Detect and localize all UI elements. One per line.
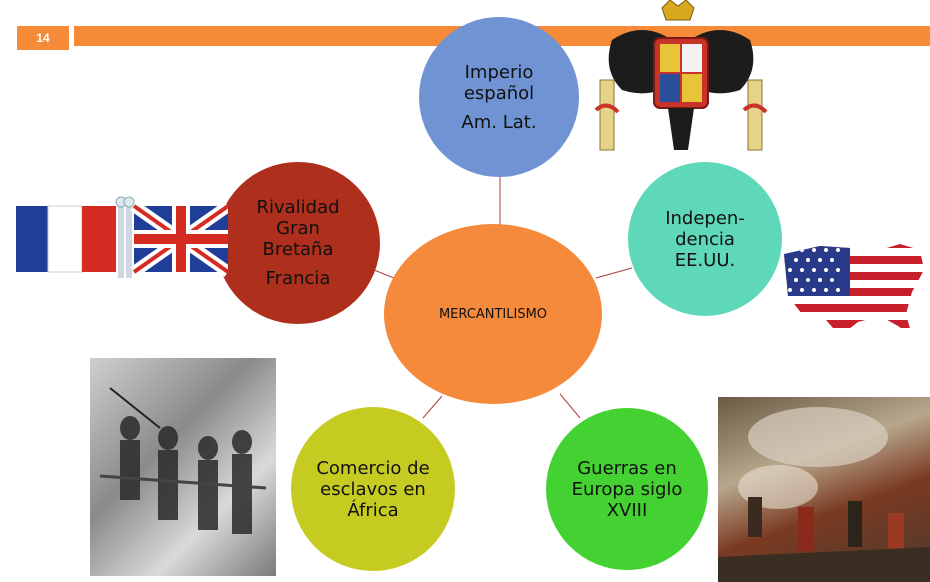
node-imperio-espanol: Imperio español Am. Lat. (419, 17, 579, 177)
usa-flag-map-icon (784, 244, 924, 336)
coat-of-arms-icon (594, 0, 768, 151)
slave-trade-engraving (90, 358, 276, 576)
slide-number: 14 (17, 26, 69, 50)
node-bottom-right-label: Guerras en Europa siglo XVIII (571, 457, 683, 521)
battle-painting (718, 397, 930, 582)
node-guerras-europa: Guerras en Europa siglo XVIII (546, 408, 708, 570)
france-britain-flags-icon (16, 196, 228, 278)
connector-bottom-left (422, 395, 443, 419)
connector-right (595, 267, 633, 279)
center-node-mercantilismo: MERCANTILISMO (384, 224, 602, 404)
node-independencia: Indepen-dencia EE.UU. (628, 162, 782, 316)
node-left-sublabel: Francia (265, 268, 331, 289)
node-comercio-esclavos: Comercio de esclavos en África (291, 407, 455, 571)
node-bottom-left-label: Comercio de esclavos en África (316, 457, 430, 521)
connector-left (373, 269, 395, 279)
connector-bottom-right (559, 393, 581, 419)
node-top-label: Imperio español (463, 61, 535, 104)
center-label: MERCANTILISMO (438, 306, 548, 322)
node-left-label: Rivalidad Gran Bretaña (256, 197, 340, 260)
node-top-sublabel: Am. Lat. (461, 111, 537, 133)
node-rivalidad: Rivalidad Gran Bretaña Francia (216, 162, 380, 324)
node-right-label: Indepen-dencia EE.UU. (665, 207, 745, 271)
